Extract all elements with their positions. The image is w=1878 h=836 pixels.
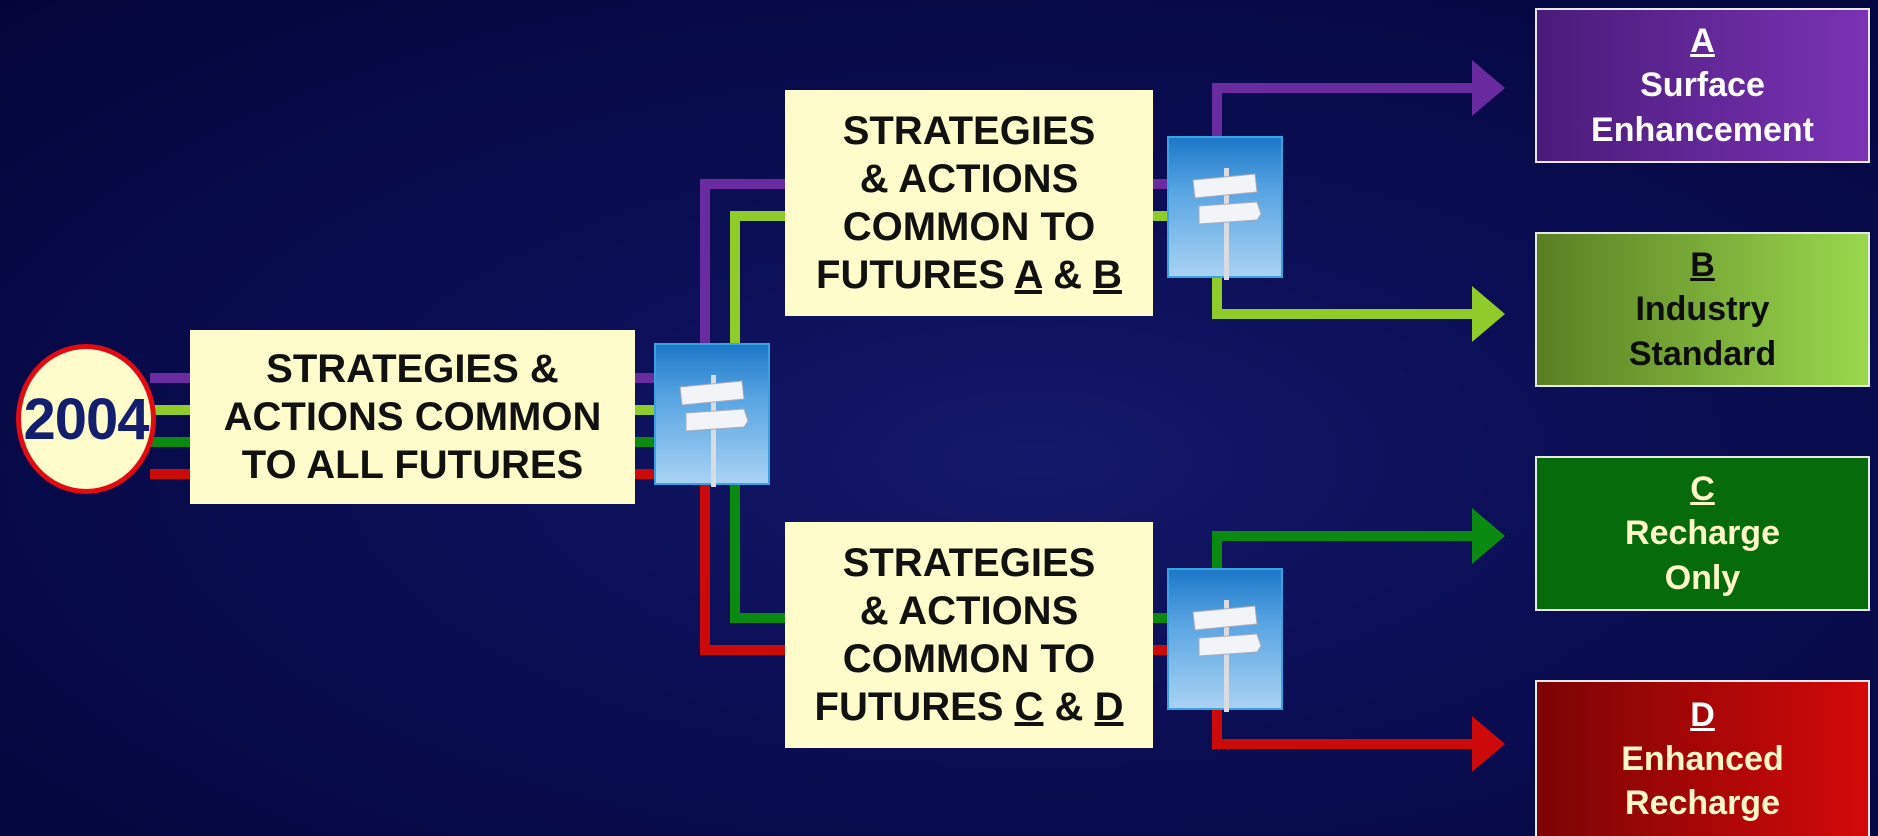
common-ab-line2: & ACTIONS bbox=[859, 157, 1079, 201]
common-ab-box: STRATEGIES & ACTIONS COMMON TO FUTURES A… bbox=[785, 90, 1153, 316]
common-cd-line1: STRATEGIES bbox=[842, 541, 1096, 585]
future-a-line2: Enhancement bbox=[1591, 110, 1814, 149]
common-ab-letter-a: A bbox=[1014, 253, 1042, 297]
future-a-letter: A bbox=[1690, 22, 1715, 61]
common-cd-box: STRATEGIES & ACTIONS COMMON TO FUTURES C… bbox=[785, 522, 1153, 748]
common-ab-line1: STRATEGIES bbox=[842, 109, 1096, 153]
common-cd-letter-c: C bbox=[1014, 685, 1044, 729]
future-b-line2: Standard bbox=[1628, 334, 1777, 373]
future-b-box: B Industry Standard bbox=[1535, 232, 1870, 387]
arrow-b bbox=[1472, 286, 1505, 342]
common-all-label: STRATEGIES & ACTIONS COMMON TO ALL FUTUR… bbox=[223, 347, 602, 487]
future-c-letter: C bbox=[1690, 470, 1715, 509]
future-c-line1: Recharge bbox=[1625, 514, 1780, 553]
common-cd-line4-prefix: FUTURES bbox=[814, 685, 1015, 729]
future-a-box: A Surface Enhancement bbox=[1535, 8, 1870, 163]
future-c-line2: Only bbox=[1664, 558, 1741, 597]
common-ab-letter-b: B bbox=[1093, 253, 1122, 297]
future-d-line1: Enhanced bbox=[1621, 739, 1784, 778]
future-d-letter: D bbox=[1690, 695, 1715, 734]
future-b-line1: Industry bbox=[1635, 290, 1770, 329]
future-b-letter: B bbox=[1690, 246, 1715, 285]
arrow-a bbox=[1472, 60, 1505, 116]
arrow-d bbox=[1472, 716, 1505, 772]
common-cd-line3: COMMON TO bbox=[842, 637, 1096, 681]
arrow-c bbox=[1472, 508, 1505, 564]
common-all-box: STRATEGIES & ACTIONS COMMON TO ALL FUTUR… bbox=[190, 330, 635, 504]
common-cd-line2: & ACTIONS bbox=[859, 589, 1079, 633]
common-cd-letter-d: D bbox=[1094, 685, 1124, 729]
future-d-line2: Recharge bbox=[1625, 784, 1780, 823]
signpost-icon bbox=[1167, 136, 1283, 280]
future-d-box: D Enhanced Recharge bbox=[1535, 680, 1870, 836]
start-year-label: 2004 bbox=[23, 386, 149, 452]
common-ab-line3: COMMON TO bbox=[842, 205, 1096, 249]
future-c-box: C Recharge Only bbox=[1535, 456, 1870, 611]
signpost-icon bbox=[654, 343, 770, 487]
signpost-icon bbox=[1167, 568, 1283, 712]
common-ab-amp: & bbox=[1041, 253, 1094, 297]
common-cd-amp: & bbox=[1043, 685, 1095, 729]
start-year-circle: 2004 bbox=[16, 344, 156, 494]
common-ab-line4-prefix: FUTURES bbox=[816, 253, 1015, 297]
future-a-line1: Surface bbox=[1640, 66, 1765, 105]
